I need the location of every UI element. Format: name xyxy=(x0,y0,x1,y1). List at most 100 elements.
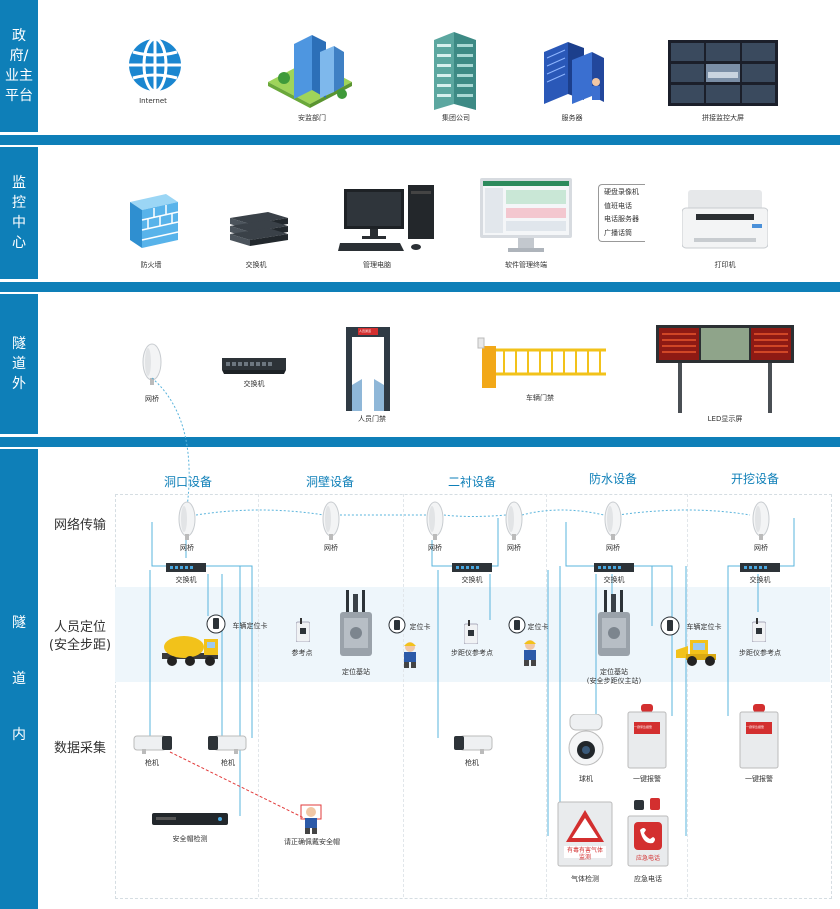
supervision-building-icon xyxy=(268,35,352,108)
service-item-dvr: 硬盘录像机 xyxy=(604,188,639,196)
step-reference-label: 步距仪参考点 xyxy=(739,649,781,657)
row-title-collection: 数据采集 xyxy=(53,741,106,756)
firewall-icon xyxy=(130,194,179,248)
gun-camera-icon xyxy=(208,735,247,754)
switch-icon xyxy=(740,563,780,572)
gate-banner-text: 人员通道 xyxy=(359,329,372,333)
helmet-detector-icon xyxy=(152,813,228,825)
step-reference-icon xyxy=(752,618,766,642)
group-company-label: 集团公司 xyxy=(442,114,470,122)
services-list: 硬盘录像机 值班电话 电话服务器 广播话筒 xyxy=(604,186,639,240)
bridge-icon xyxy=(178,501,196,540)
sos-label: 一键报警 xyxy=(633,775,661,783)
bridge-icon xyxy=(505,501,523,540)
group-company-icon xyxy=(434,32,476,110)
outside-bridge-label: 网桥 xyxy=(145,395,159,403)
worker-no-helmet-icon xyxy=(300,804,322,834)
sidebar-inside: 隧道内 xyxy=(0,449,38,909)
ball-camera-label: 球机 xyxy=(579,775,593,783)
worker-icon xyxy=(524,640,536,666)
bridge-label: 网桥 xyxy=(180,544,194,552)
sos-label: 一键报警 xyxy=(745,775,773,783)
emergency-phone-icon xyxy=(627,815,669,867)
gas-detector-icon xyxy=(557,801,613,867)
positioning-card-icon xyxy=(388,616,406,634)
printer-icon xyxy=(682,190,768,249)
service-item-phone-server: 电话服务器 xyxy=(604,215,639,223)
positioning-card-icon xyxy=(508,616,526,634)
pc-icon xyxy=(338,185,434,251)
bridge-icon xyxy=(604,501,622,540)
sos-alarm-icon xyxy=(627,704,667,769)
zone-title-excavation: 开挖设备 xyxy=(730,472,780,486)
software-terminal-icon xyxy=(480,178,572,252)
gun-camera-label: 枪机 xyxy=(145,759,159,767)
base-station-main-label: 定位基站 xyxy=(600,668,628,676)
inside-frame xyxy=(115,494,832,899)
software-terminal-label: 软件管理终端 xyxy=(505,261,547,269)
column-divider xyxy=(258,494,259,897)
gas-detector-text: 有毒有害气体监测 xyxy=(566,847,603,861)
gun-camera-icon xyxy=(454,735,493,754)
row-title-network: 网络传输 xyxy=(53,518,106,533)
sos-alarm-icon xyxy=(739,704,779,769)
sidebar-gov: 政府/业主平台 xyxy=(0,0,38,132)
switch-icon xyxy=(594,563,634,572)
phone-label: 应急电话 xyxy=(634,875,662,883)
vehicle-card-label: 车辆定位卡 xyxy=(232,622,268,630)
card-reader-icon xyxy=(660,616,680,636)
card-reader-icon xyxy=(206,614,226,634)
vehicle-gate-icon xyxy=(477,337,606,388)
outside-switch-label: 交换机 xyxy=(243,380,265,388)
pc-label: 管理电脑 xyxy=(363,261,391,269)
sidebar-gov-label: 政府/业主平台 xyxy=(5,28,33,104)
person-gate-label: 人员门禁 xyxy=(358,415,386,423)
service-item-duty-phone: 值班电话 xyxy=(604,201,632,210)
bridge-label: 网桥 xyxy=(428,544,442,552)
videowall-label: 拼接监控大屏 xyxy=(702,114,744,122)
worker-icon xyxy=(404,642,416,668)
switch-label: 交换机 xyxy=(175,576,197,584)
person-gate-icon xyxy=(346,327,390,411)
switch-icon xyxy=(452,563,492,572)
switch-label: 交换机 xyxy=(749,576,771,584)
supervision-label: 安监部门 xyxy=(298,114,326,122)
zone-title-waterproof: 防水设备 xyxy=(588,472,638,486)
bridge-label: 网桥 xyxy=(507,544,521,552)
step-reference-icon xyxy=(464,620,478,644)
sidebar-outside: 隧道外 xyxy=(0,294,38,434)
bridge-icon xyxy=(426,501,444,540)
column-divider xyxy=(546,494,547,897)
column-divider xyxy=(687,494,688,897)
base-station-icon xyxy=(340,590,372,656)
siren-icon xyxy=(634,798,660,810)
outside-switch-icon xyxy=(222,358,286,374)
step-reference-label: 步距仪参考点 xyxy=(451,649,493,657)
reference-point-icon xyxy=(296,618,310,642)
gun-camera-label: 枪机 xyxy=(465,759,479,767)
sidebar-monitor: 监控中心 xyxy=(0,147,38,279)
sidebar-outside-label: 隧道外 xyxy=(12,336,26,392)
reference-label: 参考点 xyxy=(291,649,313,657)
switch-label: 交换机 xyxy=(603,576,625,584)
divider-2 xyxy=(0,282,840,292)
sidebar-inside-label: 隧道内 xyxy=(12,615,26,743)
divider-1 xyxy=(0,135,840,145)
sos-alarm-text: 一键紧急报警 xyxy=(634,725,653,729)
base-station-main-sublabel: (安全步距仪主站) xyxy=(586,677,642,685)
helmet-detection-label: 安全帽检测 xyxy=(172,835,208,843)
service-item-broadcast-mic: 广播话筒 xyxy=(604,228,632,237)
bridge-label: 网桥 xyxy=(324,544,338,552)
bridge-label: 网桥 xyxy=(606,544,620,552)
firewall-label: 防火墙 xyxy=(140,261,162,269)
gun-camera-label: 枪机 xyxy=(221,759,235,767)
server-label: 服务器 xyxy=(561,114,583,122)
loader-icon xyxy=(676,640,716,666)
base-station-label: 定位基站 xyxy=(342,668,370,676)
row-title-positioning: 人员定位 (安全步距) xyxy=(48,620,112,653)
server-icon xyxy=(544,42,604,104)
card-label: 定位卡 xyxy=(409,623,431,631)
helmet-warning-label: 请正确佩戴安全帽 xyxy=(284,838,340,846)
divider-3 xyxy=(0,437,840,447)
videowall-icon xyxy=(668,40,778,106)
